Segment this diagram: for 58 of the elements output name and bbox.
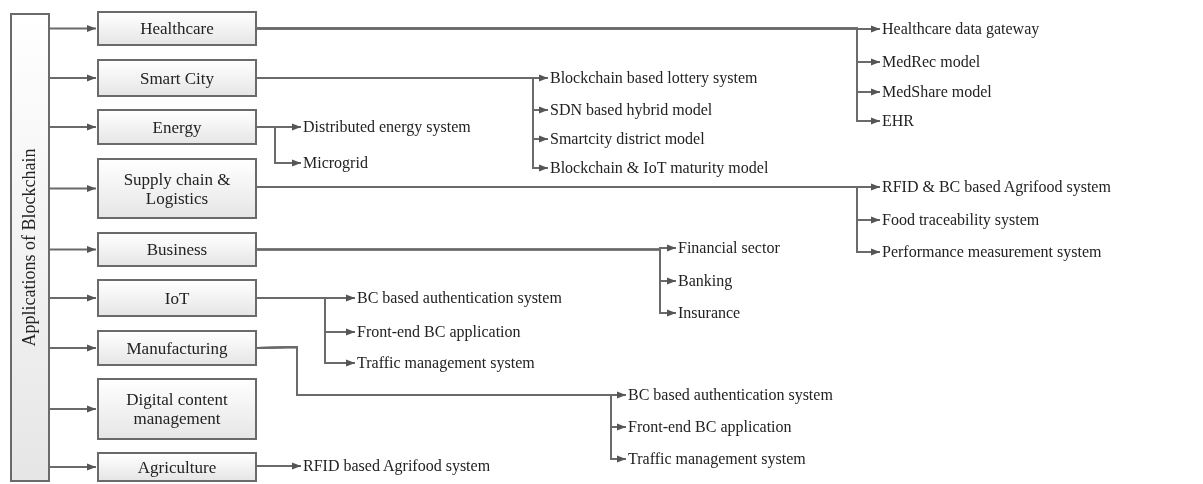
category-box — [97, 109, 257, 145]
leaf-label: MedShare model — [882, 82, 992, 102]
category-label: Energy — [152, 117, 202, 137]
arrow — [49, 123, 97, 131]
arrow — [49, 294, 97, 302]
arrow — [49, 74, 97, 82]
arrow — [256, 248, 677, 317]
leaf-label: SDN based hybrid model — [550, 100, 713, 120]
category-label: Manufacturing — [126, 338, 228, 358]
category-box — [97, 378, 257, 440]
arrow — [256, 345, 627, 463]
leaf-label: Healthcare data gateway — [882, 19, 1040, 39]
category-label: Supply chain & Logistics — [122, 169, 232, 208]
leaf-label: Front-end BC application — [357, 322, 521, 342]
leaf-label: Front-end BC application — [628, 417, 792, 437]
leaf-label: Traffic management system — [357, 353, 535, 373]
leaf-label: Microgrid — [303, 153, 368, 173]
arrow — [256, 297, 356, 367]
arrow — [49, 184, 97, 193]
leaf-label: MedRec model — [882, 52, 981, 72]
leaf-label: Food traceability system — [882, 210, 1040, 230]
leaf-label: Traffic management system — [628, 449, 806, 469]
category-label: Agriculture — [137, 457, 217, 477]
root-label: Applications of Blockchain — [20, 148, 40, 347]
category-box — [97, 279, 257, 317]
leaf-label: Blockchain & IoT maturity model — [550, 158, 769, 178]
root-box — [10, 13, 50, 482]
category-box — [97, 158, 257, 219]
arrow — [49, 24, 97, 33]
arrow — [49, 463, 97, 471]
category-label: IoT — [164, 288, 190, 308]
category-box — [97, 330, 257, 366]
leaf-label: Banking — [678, 271, 733, 291]
category-label: Smart City — [139, 68, 215, 88]
category-box — [97, 59, 257, 97]
arrow — [256, 27, 881, 125]
leaf-label: BC based authentication system — [357, 288, 562, 308]
leaf-label: Blockchain based lottery system — [550, 68, 758, 88]
arrow — [49, 405, 97, 413]
category-box — [97, 11, 257, 46]
arrow — [49, 245, 97, 254]
category-label: Digital content management — [125, 390, 229, 428]
category-label: Business — [146, 240, 208, 259]
leaf-label: Smartcity district model — [550, 129, 705, 149]
category-label: Healthcare — [140, 19, 214, 38]
leaf-label: RFID based Agrifood system — [303, 456, 491, 476]
leaf-label: Distributed energy system — [303, 117, 471, 137]
arrow — [256, 462, 302, 470]
leaf-label: Insurance — [678, 303, 741, 323]
leaf-label: Performance measurement system — [882, 242, 1102, 262]
leaf-label: EHR — [882, 111, 914, 131]
category-box — [97, 232, 257, 267]
leaf-label: BC based authentication system — [628, 385, 833, 405]
category-box — [97, 452, 257, 482]
arrow — [256, 126, 302, 167]
leaf-label: Financial sector — [678, 238, 780, 258]
leaf-label: RFID & BC based Agrifood system — [882, 177, 1111, 197]
arrow — [49, 344, 97, 352]
